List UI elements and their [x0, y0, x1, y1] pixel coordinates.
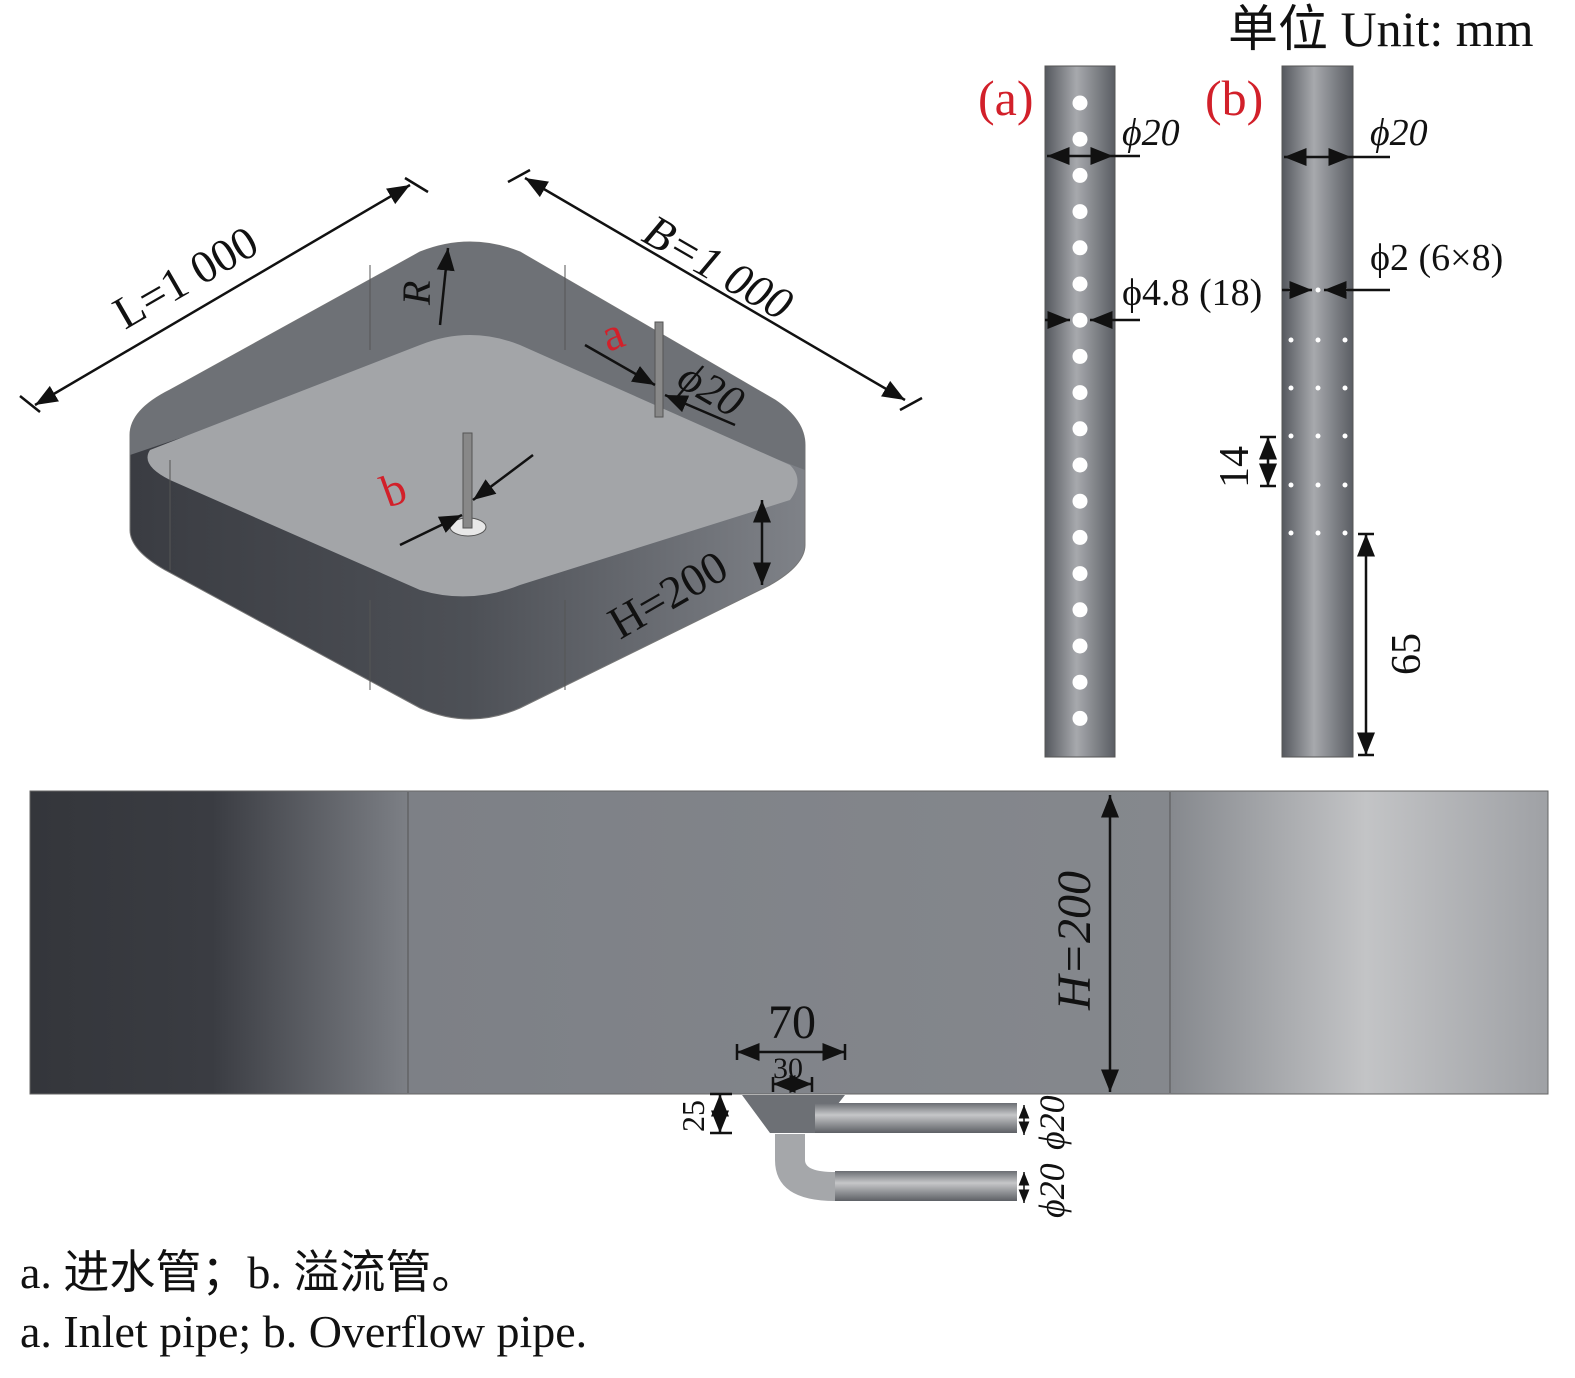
- pipe-a-hole: [1072, 385, 1088, 401]
- pipe-a-hole: [1072, 312, 1088, 328]
- pipe-a-hole: [1072, 638, 1088, 654]
- funnel-bottom-width: 30: [773, 1052, 803, 1085]
- pipe-b-hole: [1315, 337, 1321, 343]
- overflow-pipe-3d: [462, 432, 473, 529]
- lower-pipe-diameter: ϕ20: [1032, 1163, 1072, 1218]
- pipe-a-hole: [1072, 240, 1088, 256]
- caption-chinese: a. 进水管；b. 溢流管。: [20, 1247, 478, 1298]
- pipe-a-hole: [1072, 457, 1088, 473]
- pipe-b-hole: [1288, 530, 1294, 536]
- pipe-a-hole: [1072, 131, 1088, 147]
- pipe-a-hole-label: ϕ4.8 (18): [1122, 272, 1262, 314]
- pipe-b-diameter: ϕ20: [1370, 112, 1428, 154]
- side-height-label: H=200: [1048, 871, 1101, 1011]
- pipe-b-hole: [1315, 482, 1321, 488]
- pipe-a-hole: [1072, 95, 1088, 111]
- tank-side-view: H=200 70 30 25 ϕ20 ϕ20: [29, 790, 1549, 1218]
- pipe-a-hole: [1072, 276, 1088, 292]
- pipe-b-detail: (b) ϕ20 ϕ2 (6×8) 14 65: [1205, 65, 1503, 758]
- pipe-a-hole: [1072, 204, 1088, 220]
- tank-3d-view: L=1 000 B=1 000 R H=200 ϕ20 a b: [19, 168, 923, 720]
- pipe-b-hole: [1342, 337, 1348, 343]
- pipe-b-hole: [1288, 433, 1294, 439]
- pipe-b-hole: [1315, 287, 1321, 293]
- pipe-a-detail: (a) ϕ20 ϕ4.8 (18): [978, 65, 1262, 758]
- tank-width-label: B=1 000: [635, 204, 801, 329]
- pipe-a-panel-label: (a): [978, 70, 1034, 126]
- pipe-a-hole: [1072, 421, 1088, 437]
- pipe-a-hole: [1072, 167, 1088, 183]
- funnel-top-width: 70: [768, 996, 816, 1049]
- pipe-a-hole: [1072, 602, 1088, 618]
- pipe-b-panel-label: (b): [1205, 70, 1263, 126]
- lower-outlet-pipe: [835, 1171, 1017, 1201]
- pipe-b-hole: [1288, 337, 1294, 343]
- pipe-a-hole: [1072, 493, 1088, 509]
- pipe-b-hole-label: ϕ2 (6×8): [1370, 237, 1503, 279]
- tank-length-label: L=1 000: [105, 216, 267, 339]
- tank-radius-label: R: [394, 281, 439, 306]
- pipe-a-hole: [1072, 529, 1088, 545]
- pipe-b-hole: [1315, 433, 1321, 439]
- inlet-pipe-3d: [654, 321, 664, 418]
- overflow-elbow-pipe: [775, 1134, 835, 1201]
- pipe-a-hole: [1072, 348, 1088, 364]
- unit-label: 单位 Unit: mm: [1228, 1, 1534, 57]
- pipe-b-hole: [1342, 482, 1348, 488]
- funnel-height: 25: [675, 1100, 711, 1132]
- pipe-b-bottom-length: 65: [1384, 633, 1430, 675]
- pipe-b-hole: [1315, 385, 1321, 391]
- pipe-a-hole: [1072, 710, 1088, 726]
- upper-pipe-diameter: ϕ20: [1032, 1095, 1072, 1150]
- pipe-b-hole: [1342, 433, 1348, 439]
- pipe-b-row-spacing: 14: [1212, 446, 1258, 488]
- upper-outlet-pipe: [815, 1103, 1017, 1133]
- pipe-b-hole: [1342, 385, 1348, 391]
- pipe-b-hole: [1342, 530, 1348, 536]
- pipe-b-hole: [1315, 530, 1321, 536]
- pipe-b-hole: [1288, 482, 1294, 488]
- pipe-a-diameter: ϕ20: [1122, 112, 1180, 154]
- pipe-a-hole: [1072, 674, 1088, 690]
- caption-english: a. Inlet pipe; b. Overflow pipe.: [20, 1306, 588, 1357]
- pipe-a-hole: [1072, 566, 1088, 582]
- pipe-b-hole: [1288, 385, 1294, 391]
